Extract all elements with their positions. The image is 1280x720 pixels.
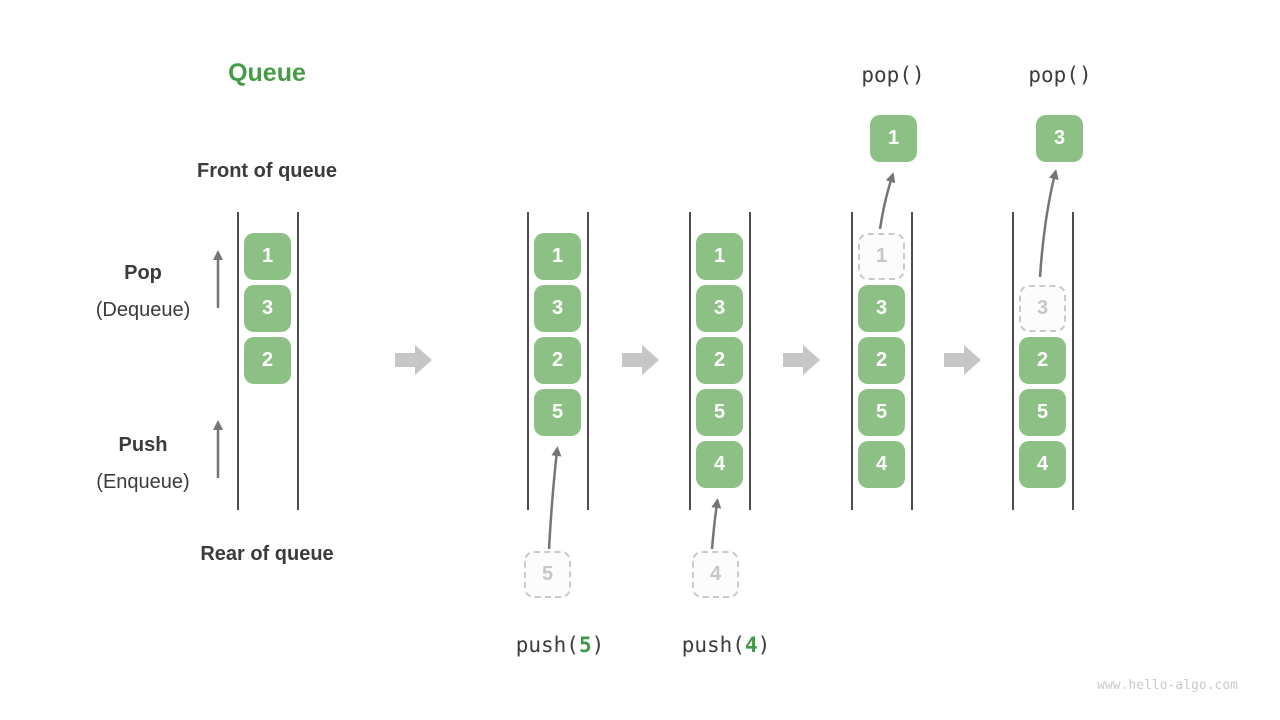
queue-item: 5 bbox=[1019, 389, 1066, 436]
queue-item: 2 bbox=[696, 337, 743, 384]
queue-item: 1 bbox=[244, 233, 291, 280]
queue-item: 5 bbox=[534, 389, 581, 436]
queue-rail bbox=[237, 212, 239, 510]
queue-rail bbox=[749, 212, 751, 510]
push-arg: 4 bbox=[744, 633, 758, 657]
queue-column-state-4: 1 3 2 5 4 bbox=[851, 212, 913, 510]
queue-rail bbox=[911, 212, 913, 510]
queue-column-state-3: 1 3 2 5 4 bbox=[689, 212, 751, 510]
watermark: www.hello-algo.com bbox=[1097, 678, 1238, 693]
pop-call-label: pop() bbox=[861, 63, 925, 87]
queue-item-ghost: 1 bbox=[858, 233, 905, 280]
queue-rail bbox=[851, 212, 853, 510]
diagram-title: Queue bbox=[228, 59, 306, 87]
push-enqueue-label: Push (Enqueue) bbox=[58, 433, 228, 494]
push-call-label: push(4) bbox=[681, 633, 771, 657]
queue-column-state-2: 1 3 2 5 bbox=[527, 212, 589, 510]
push-label: Push bbox=[118, 434, 168, 456]
step-arrow-icon bbox=[622, 345, 659, 375]
queue-item: 5 bbox=[858, 389, 905, 436]
queue-rail bbox=[1072, 212, 1074, 510]
front-of-queue-label: Front of queue bbox=[197, 160, 337, 182]
pop-label: Pop bbox=[124, 262, 162, 284]
queue-item: 2 bbox=[858, 337, 905, 384]
queue-item-ghost: 3 bbox=[1019, 285, 1066, 332]
dequeue-label: (Dequeue) bbox=[95, 299, 191, 321]
queue-column-state-1: 1 3 2 bbox=[237, 212, 299, 510]
rear-of-queue-label: Rear of queue bbox=[200, 543, 334, 565]
queue-item: 3 bbox=[858, 285, 905, 332]
queue-item: 3 bbox=[696, 285, 743, 332]
queue-item: 2 bbox=[1019, 337, 1066, 384]
step-arrow-icon bbox=[944, 345, 981, 375]
popped-item: 1 bbox=[870, 115, 917, 162]
enqueue-label: (Enqueue) bbox=[96, 471, 190, 493]
queue-item: 1 bbox=[696, 233, 743, 280]
step-arrow-icon bbox=[395, 345, 432, 375]
queue-item: 3 bbox=[534, 285, 581, 332]
popped-item: 3 bbox=[1036, 115, 1083, 162]
staged-item: 5 bbox=[524, 551, 571, 598]
staged-item: 4 bbox=[692, 551, 739, 598]
queue-rail bbox=[689, 212, 691, 510]
queue-item: 3 bbox=[244, 285, 291, 332]
queue-item: 2 bbox=[244, 337, 291, 384]
queue-item: 4 bbox=[1019, 441, 1066, 488]
push-call-label: push(5) bbox=[515, 633, 605, 657]
queue-rail bbox=[587, 212, 589, 510]
queue-item: 4 bbox=[696, 441, 743, 488]
queue-rail bbox=[527, 212, 529, 510]
queue-item: 1 bbox=[534, 233, 581, 280]
queue-rail bbox=[1012, 212, 1014, 510]
queue-column-state-5: 3 2 5 4 bbox=[1012, 212, 1074, 510]
queue-rail bbox=[297, 212, 299, 510]
queue-item: 4 bbox=[858, 441, 905, 488]
queue-item: 2 bbox=[534, 337, 581, 384]
pop-dequeue-label: Pop (Dequeue) bbox=[58, 261, 228, 322]
step-arrow-icon bbox=[783, 345, 820, 375]
queue-item: 5 bbox=[696, 389, 743, 436]
push-arg: 5 bbox=[578, 633, 592, 657]
pop-call-label: pop() bbox=[1028, 63, 1092, 87]
